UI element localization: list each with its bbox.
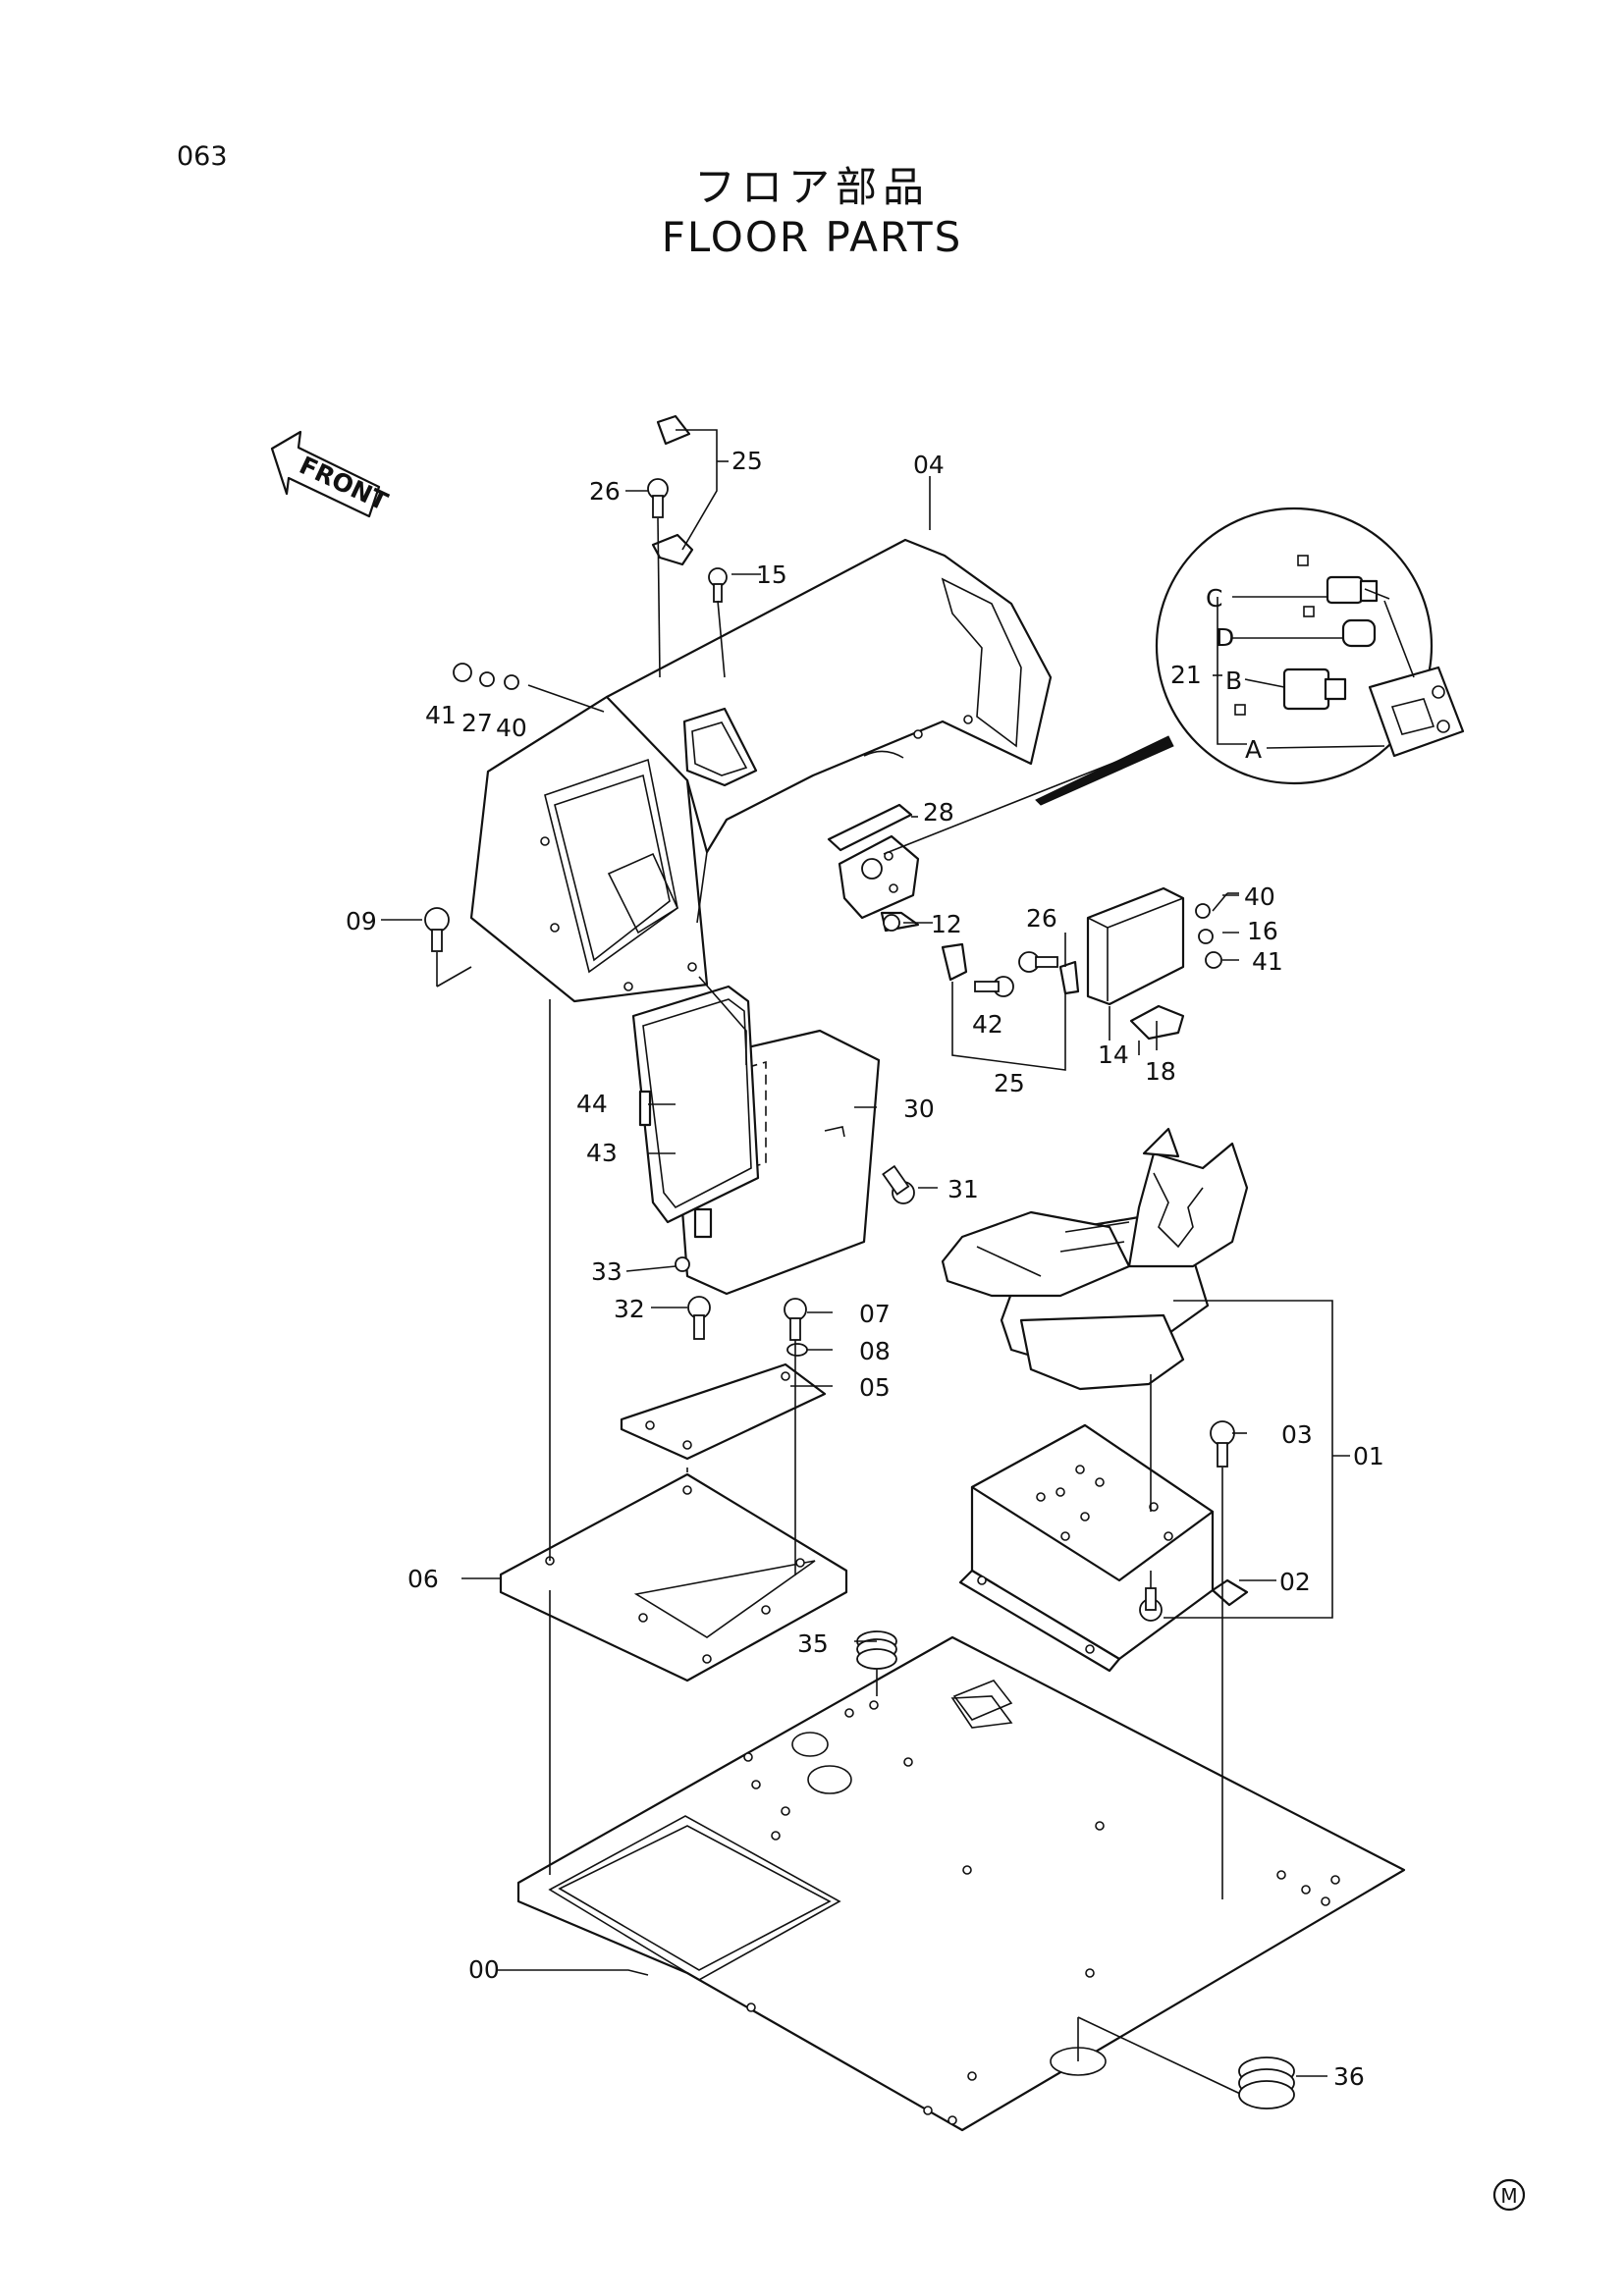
callout-04: 04 [913,451,945,479]
callout-40-right: 40 [1244,882,1275,911]
bracket-25 [651,414,1080,995]
detail-label-b: B [1225,667,1242,695]
callout-16: 16 [1247,917,1278,945]
callout-03: 03 [1281,1420,1313,1449]
callout-06: 06 [407,1565,439,1593]
callout-30: 30 [903,1095,935,1123]
callout-44: 44 [576,1090,608,1118]
operator-seat-01 [941,1127,1249,1391]
svg-text:M: M [1500,2184,1517,2208]
callout-15: 15 [756,561,787,589]
callout-41-top: 41 [425,701,457,729]
corner-mark: M [1492,2178,1526,2212]
cover-plate-05 [620,1362,827,1461]
front-arrow: FRONT [270,430,392,518]
callout-32: 32 [614,1295,645,1323]
callout-26-top: 26 [589,477,621,506]
controller-box-14 [1086,886,1185,1041]
seat-stand-02 [958,1423,1249,1673]
callout-33: 33 [591,1257,623,1286]
switch-plate-assembly [827,803,920,933]
callout-43: 43 [586,1139,618,1167]
floor-hole-large [807,1765,852,1794]
callout-41-right: 41 [1252,947,1283,976]
callout-00: 00 [468,1955,500,1984]
page-code: 063 [177,141,228,172]
console-box-04 [469,538,1053,1003]
callout-26-mid: 26 [1026,904,1057,933]
detail-label-c: C [1206,584,1222,613]
fasteners [424,478,1295,2109]
callout-12: 12 [931,910,962,938]
title-japanese: フロア部品 [694,163,930,211]
callout-42: 42 [972,1010,1003,1039]
callout-31: 31 [947,1175,979,1203]
callout-25-mid: 25 [994,1069,1025,1097]
detail-label-a: A [1245,735,1262,764]
callout-09: 09 [346,907,377,935]
callout-08: 08 [859,1337,891,1365]
callout-14: 14 [1098,1041,1129,1069]
callout-40-top: 40 [496,714,527,742]
title-english: FLOOR PARTS [662,213,963,261]
callout-25-top: 25 [731,447,763,475]
callout-18: 18 [1145,1057,1176,1086]
sub-plate-06 [499,1472,848,1682]
frame-43-44 [631,985,760,1224]
callout-labels: 00 01 02 03 04 05 06 07 08 09 12 14 15 1… [346,447,1384,2091]
detail-circle-21 [883,507,1465,855]
floor-plate-00 [516,1635,1406,2132]
callout-01: 01 [1353,1442,1384,1470]
callout-35: 35 [797,1629,829,1658]
detail-label-d: D [1216,623,1234,652]
callout-02: 02 [1279,1568,1311,1596]
callout-36: 36 [1333,2062,1365,2091]
callout-28: 28 [923,798,954,827]
callout-07: 07 [859,1300,891,1328]
callout-21: 21 [1170,661,1202,689]
callout-05: 05 [859,1373,891,1402]
leader-lines [381,429,1415,2077]
callout-27: 27 [461,709,493,737]
